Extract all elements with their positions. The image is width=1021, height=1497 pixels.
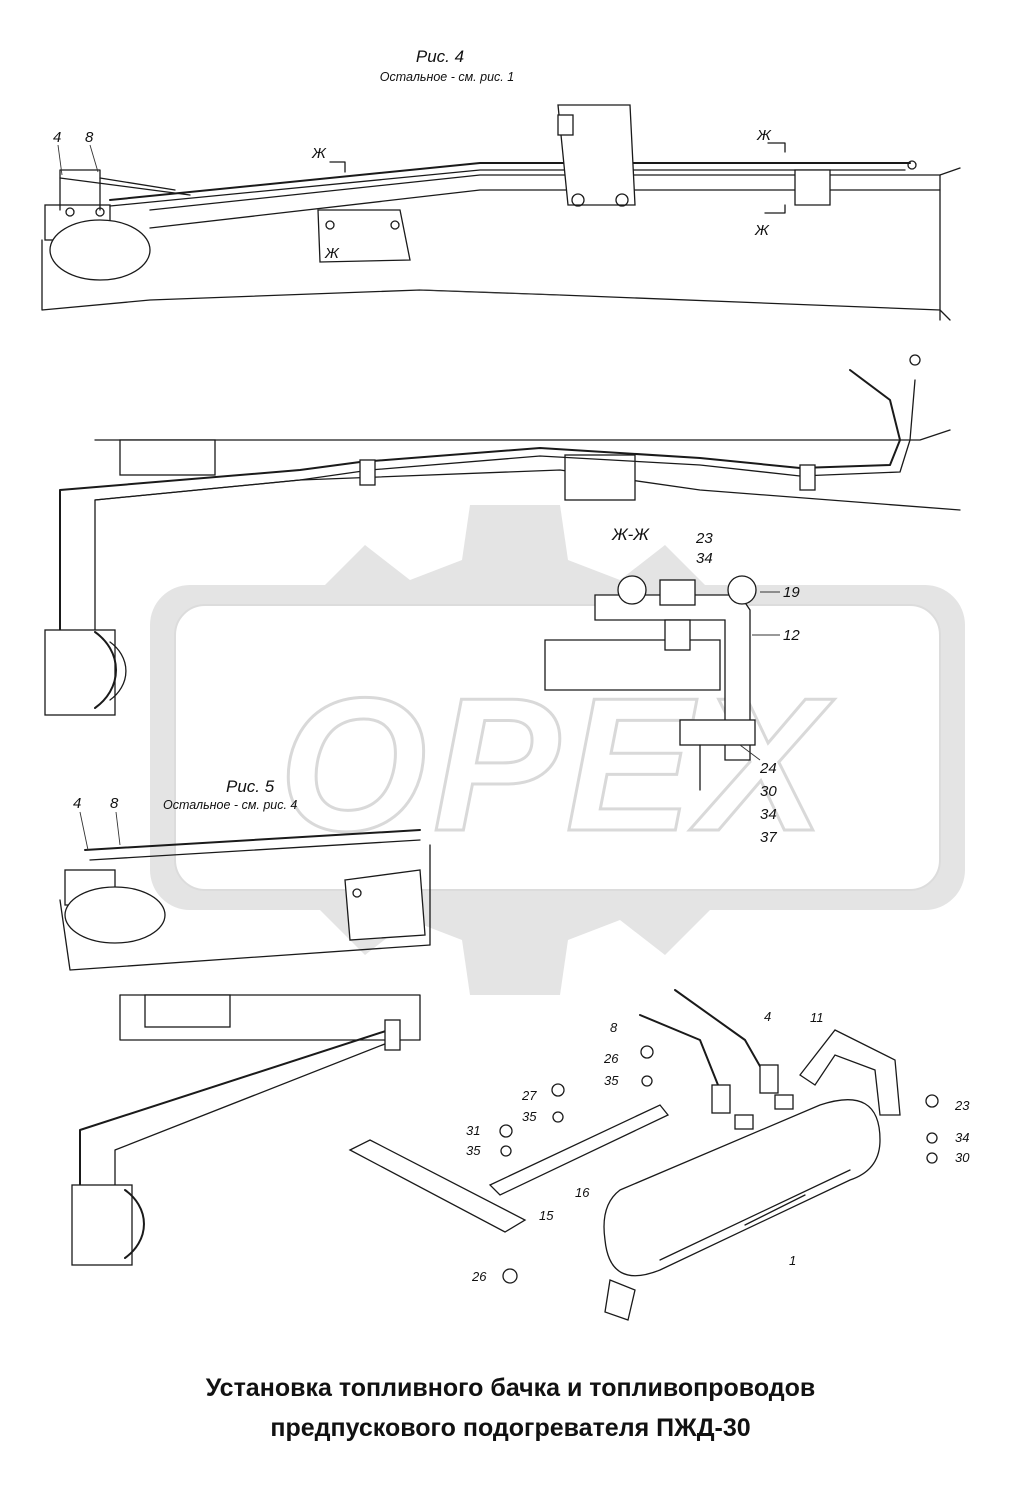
fig4-section-mark-1: Ж — [324, 245, 340, 262]
exp-label-26b: 26 — [471, 1269, 487, 1284]
figure-4-note: Остальное - см. рис. 1 — [380, 70, 514, 84]
drawing-title-line-1: Установка топливного бачка и топливопров… — [205, 1374, 816, 1402]
figure-5-note: Остальное - см. рис. 4 — [163, 798, 297, 812]
exp-label-34: 34 — [955, 1130, 969, 1145]
watermark-text: OPEX — [279, 659, 835, 871]
fig4-section-mark-4: Ж — [754, 222, 770, 239]
fig5-label-8: 8 — [110, 795, 119, 812]
sec-label-34b: 34 — [760, 806, 777, 823]
exp-label-35b: 35 — [522, 1109, 537, 1124]
fig4-label-8: 8 — [85, 129, 94, 146]
sec-label-23: 23 — [695, 530, 713, 547]
exp-label-31: 31 — [466, 1123, 480, 1138]
section-detail: Ж-Ж 23 34 19 12 24 30 34 37 — [544, 525, 800, 846]
figure-4: Рис. 4 Остальное - см. рис. 1 4 8 Ж — [41, 47, 961, 321]
exp-label-35c: 35 — [466, 1143, 481, 1158]
exp-label-11: 11 — [810, 1010, 824, 1025]
fig4-label-4: 4 — [53, 129, 61, 146]
sec-label-24: 24 — [759, 760, 777, 777]
exp-label-23: 23 — [954, 1098, 970, 1113]
exp-label-15: 15 — [539, 1208, 554, 1223]
fig5-label-4: 4 — [73, 795, 81, 812]
sec-label-34: 34 — [696, 550, 713, 567]
exp-label-26a: 26 — [603, 1051, 619, 1066]
drawing-title-line-2: предпускового подогревателя ПЖД-30 — [270, 1414, 751, 1442]
exp-label-1: 1 — [789, 1253, 796, 1268]
sec-label-37: 37 — [760, 829, 777, 846]
exploded-view: 8 4 11 26 35 27 35 31 35 16 15 26 1 23 3… — [348, 989, 970, 1321]
exp-label-8: 8 — [610, 1020, 618, 1035]
sec-label-12: 12 — [783, 627, 800, 644]
drawing-title: Установка топливного бачка и топливопров… — [0, 1368, 1021, 1448]
exp-label-16: 16 — [575, 1185, 590, 1200]
sec-label-30: 30 — [760, 783, 777, 800]
routing-view — [44, 354, 961, 716]
bottom-routing-view — [71, 994, 421, 1266]
figure-5: Рис. 5 Остальное - см. рис. 4 4 8 — [59, 777, 431, 971]
section-title: Ж-Ж — [611, 525, 650, 544]
exp-label-30: 30 — [955, 1150, 970, 1165]
fig4-section-mark-2: Ж — [311, 145, 327, 162]
exp-label-35a: 35 — [604, 1073, 619, 1088]
figure-4-caption: Рис. 4 — [416, 47, 464, 66]
sec-label-19: 19 — [783, 584, 800, 601]
exp-label-27: 27 — [521, 1088, 537, 1103]
exp-label-4: 4 — [764, 1009, 771, 1024]
figure-5-caption: Рис. 5 — [226, 777, 275, 796]
fig4-section-mark-3: Ж — [756, 127, 772, 144]
